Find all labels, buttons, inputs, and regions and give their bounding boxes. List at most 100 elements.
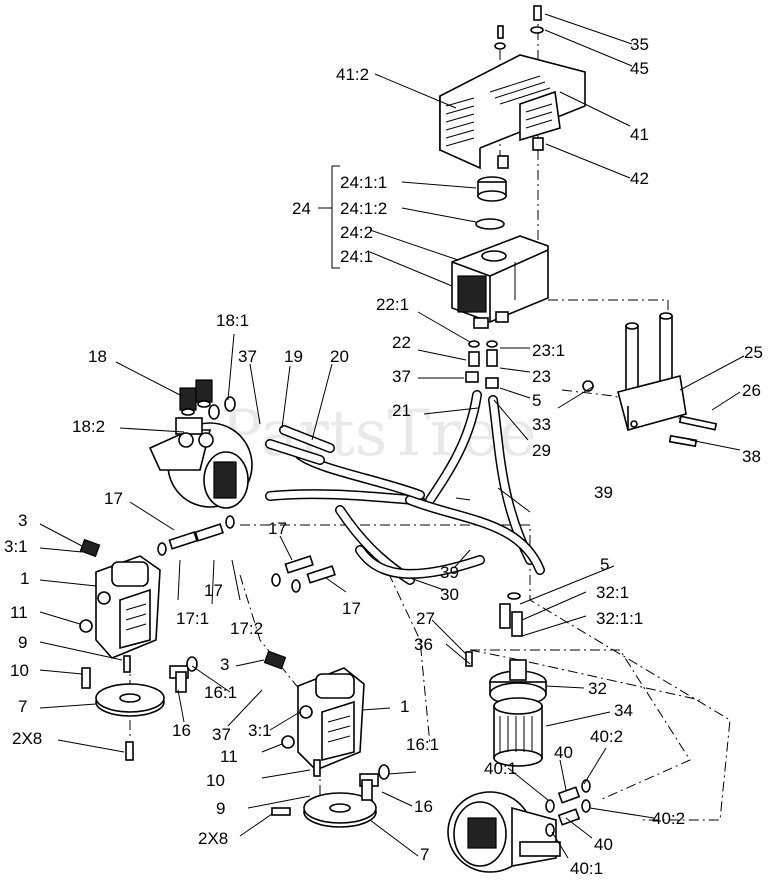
nut-11-left [79, 619, 93, 633]
label-42: 42 [630, 169, 649, 188]
pulley-7-right [303, 792, 377, 828]
label-40-top: 40 [554, 743, 573, 762]
label-23-1: 23:1 [532, 341, 565, 360]
label-17-c: 17 [268, 519, 287, 538]
fittings-17 [157, 515, 336, 593]
label-17-b: 17 [204, 581, 223, 600]
label-32: 32 [588, 679, 607, 698]
elbow-fittings-18 [179, 379, 213, 416]
label-35: 35 [630, 35, 649, 54]
bolt-2x8-left [125, 741, 134, 761]
label-40-1-top: 40:1 [484, 759, 517, 778]
bolt-35 [530, 5, 544, 34]
tank-cover-41 [439, 54, 586, 170]
label-16-1-left: 16:1 [204, 683, 237, 702]
label-11-right: 11 [220, 747, 238, 766]
label-24-1: 24:1 [340, 247, 373, 266]
fittings-32-1 [499, 592, 523, 637]
label-17-2: 17:2 [230, 619, 263, 638]
label-24: 24 [292, 199, 311, 218]
label-40-bottom: 40 [594, 835, 613, 854]
label-41-2: 41:2 [336, 65, 369, 84]
wheel-motor-lower [447, 791, 561, 873]
wheel-motor-upper [148, 417, 253, 509]
label-11-left: 11 [10, 603, 28, 622]
label-32-1: 32:1 [596, 583, 629, 602]
elbow-16-left [169, 656, 198, 693]
label-3-right: 3 [220, 655, 229, 674]
filter-34 [493, 697, 543, 767]
label-21: 21 [392, 401, 411, 420]
label-25: 25 [744, 343, 763, 362]
label-10-left: 10 [10, 661, 29, 680]
watermark: PartsTree [220, 397, 537, 471]
label-16-left: 16 [172, 721, 191, 740]
hydraulic-tank-24-1 [451, 235, 549, 329]
label-9-left: 9 [18, 633, 27, 652]
label-3-1-left: 3:1 [4, 537, 28, 556]
label-17-d: 17 [342, 599, 361, 618]
label-22-1: 22:1 [376, 295, 409, 314]
fitting-3-right [263, 650, 287, 670]
label-7-right: 7 [420, 845, 429, 864]
leader-lines [39, 13, 745, 859]
bolt-2x8-right [271, 807, 291, 816]
label-2x8-left: 2X8 [12, 729, 42, 748]
callout-labels: 35 45 41:2 41 42 24:1:1 24 24:1:2 24:2 2… [4, 35, 763, 878]
label-9-right: 9 [216, 799, 225, 818]
label-5-bottom: 5 [600, 555, 609, 574]
screw-27 [465, 651, 473, 667]
label-45: 45 [630, 59, 649, 78]
label-24-2: 24:2 [340, 223, 373, 242]
label-39-b: 39 [440, 563, 459, 582]
bolt-26 [678, 415, 718, 431]
pulley-7-left [95, 683, 165, 717]
label-3-left: 3 [18, 511, 27, 530]
label-18-2: 18:2 [72, 417, 105, 436]
label-40-2-top: 40:2 [590, 727, 623, 746]
elbow-16-right [359, 764, 390, 801]
label-3-1-right: 3:1 [248, 721, 272, 740]
label-17-1: 17:1 [176, 609, 209, 628]
label-1-right: 1 [400, 697, 409, 716]
label-40-1-bottom: 40:1 [570, 859, 603, 878]
label-29: 29 [532, 441, 551, 460]
bolt-10-left [81, 667, 91, 689]
label-24-1-1: 24:1:1 [340, 173, 387, 192]
label-27: 27 [416, 609, 435, 628]
label-40-2-bottom: 40:2 [652, 809, 685, 828]
fittings-22-23 [465, 340, 499, 389]
label-19: 19 [284, 347, 303, 366]
label-36: 36 [414, 635, 433, 654]
nut-11-right [281, 735, 295, 749]
label-7-left: 7 [18, 697, 27, 716]
label-32-1-1: 32:1:1 [596, 609, 643, 628]
label-2x8-right: 2X8 [198, 829, 228, 848]
hydraulic-pump-left [95, 555, 161, 659]
label-26: 26 [742, 381, 761, 400]
key-9-right [313, 759, 321, 777]
label-30: 30 [440, 585, 459, 604]
label-20: 20 [330, 347, 349, 366]
label-24-1-2: 24:1:2 [340, 199, 387, 218]
label-33: 33 [532, 415, 551, 434]
hydraulic-pump-right [297, 667, 365, 771]
spacer-42 [497, 137, 544, 169]
label-37-bottom: 37 [212, 725, 231, 744]
label-18: 18 [88, 347, 107, 366]
gasket-24-1-2 [475, 218, 505, 230]
label-5-top: 5 [532, 391, 541, 410]
orings-18 [208, 396, 236, 420]
mounting-bracket-25 [617, 312, 687, 431]
cap-24-1-1 [477, 176, 507, 202]
fitting-3-left [79, 538, 101, 558]
fittings-40 [545, 779, 591, 837]
bolt-38 [668, 434, 698, 448]
key-9-left [123, 655, 131, 673]
label-18-1: 18:1 [216, 311, 249, 330]
label-39-a: 39 [594, 483, 613, 502]
label-16-1-right: 16:1 [406, 735, 439, 754]
screw-small [494, 25, 506, 50]
